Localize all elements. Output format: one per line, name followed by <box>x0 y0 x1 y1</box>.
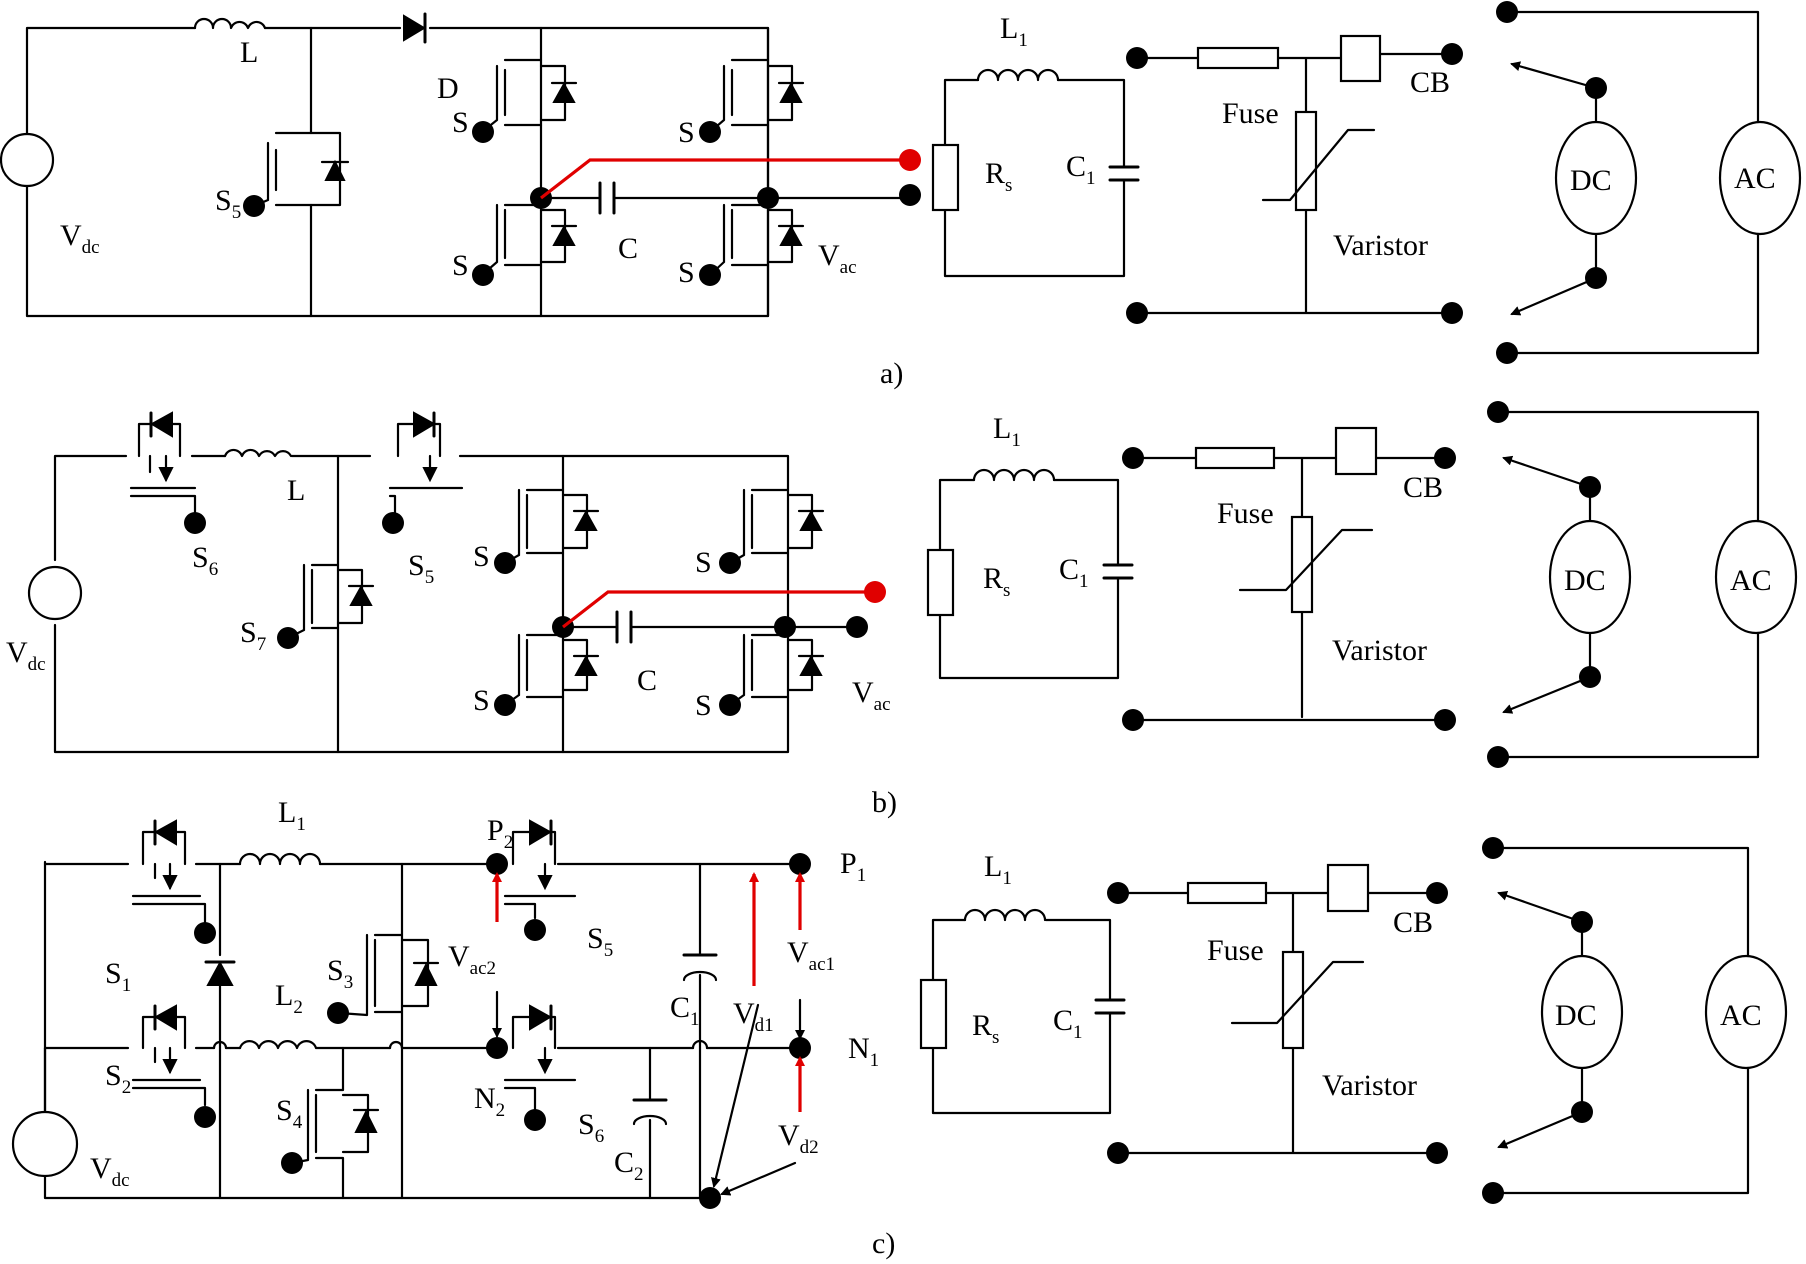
label-ac: AC <box>1720 999 1762 1032</box>
label-rs: Rs <box>985 157 1012 196</box>
label-vac: Vac <box>852 676 891 715</box>
snubber-b <box>926 468 1134 680</box>
label-s: S <box>452 106 469 139</box>
protection-b <box>1122 426 1456 731</box>
label-l: L <box>240 36 258 69</box>
switch-S3-c <box>327 862 440 1200</box>
load-a <box>1496 1 1802 364</box>
label-c1: C1 <box>1066 150 1096 189</box>
label-rs: Rs <box>972 1009 999 1048</box>
label-vac2: Vac2 <box>448 940 496 979</box>
label-c1: C1 <box>1053 1004 1083 1043</box>
label-s7: S7 <box>240 616 266 655</box>
label-s4: S4 <box>276 1094 303 1133</box>
label-vdc: Vdc <box>90 1152 130 1191</box>
label-dc: DC <box>1555 999 1597 1032</box>
load-c <box>1482 837 1788 1204</box>
switch-S6-b <box>129 411 206 534</box>
label-rs: Rs <box>983 562 1010 601</box>
label-l1: L1 <box>993 412 1021 451</box>
label-varistor: Varistor <box>1322 1069 1417 1102</box>
label-s6: S6 <box>192 541 218 580</box>
label-ac: AC <box>1734 162 1776 195</box>
label-fuse: Fuse <box>1222 97 1279 130</box>
label-cb: CB <box>1410 66 1450 99</box>
label-s: S <box>695 546 712 579</box>
switch-S5-b <box>382 411 464 534</box>
label-l1: L1 <box>984 850 1012 889</box>
label-s: S <box>473 540 490 573</box>
protection-a <box>1126 34 1463 324</box>
label-l1: L1 <box>278 796 306 835</box>
label-s: S <box>473 684 490 717</box>
label-ac: AC <box>1730 564 1772 597</box>
label-c: C <box>618 232 638 265</box>
label-s: S <box>678 116 695 149</box>
label-cb: CB <box>1393 906 1433 939</box>
panel-b <box>27 401 1798 768</box>
label-s3: S3 <box>327 954 353 993</box>
diode-a <box>403 14 426 42</box>
label-s5: S5 <box>408 549 434 588</box>
label-s2: S2 <box>105 1059 131 1098</box>
label-vd2: Vd2 <box>778 1119 819 1158</box>
switch-S6-c <box>503 1004 577 1131</box>
label-c): c) <box>872 1227 895 1260</box>
panel-c <box>11 819 1788 1209</box>
label-c1: C1 <box>670 991 700 1030</box>
inductor-L-a <box>193 17 267 30</box>
switch-S1-c <box>131 819 216 944</box>
snubber-a <box>931 68 1140 278</box>
label-n2: N2 <box>474 1082 505 1121</box>
label-dc: DC <box>1570 164 1612 197</box>
label-dc: DC <box>1564 564 1606 597</box>
protection-c <box>1107 863 1448 1164</box>
label-cb: CB <box>1403 471 1443 504</box>
label-p1: P1 <box>840 847 866 886</box>
label-l: L <box>287 474 305 507</box>
label-l1: L1 <box>1000 12 1028 51</box>
h-bridge-b <box>494 454 886 754</box>
label-vac1: Vac1 <box>787 936 835 975</box>
dc-source-a <box>0 12 770 318</box>
label-c: C <box>637 664 657 697</box>
label-b): b) <box>872 786 897 819</box>
label-varistor: Varistor <box>1332 634 1427 667</box>
label-c2: C2 <box>614 1146 644 1185</box>
label-c1: C1 <box>1059 553 1089 592</box>
load-b <box>1487 401 1798 768</box>
label-s1: S1 <box>105 957 131 996</box>
label-s5: S5 <box>587 922 613 961</box>
label-vdc: Vdc <box>60 219 100 258</box>
label-a): a) <box>880 357 903 390</box>
label-s: S <box>678 256 695 289</box>
switch-S4-c <box>281 1046 380 1200</box>
label-vd1: Vd1 <box>733 997 774 1036</box>
label-s6: S6 <box>578 1108 604 1147</box>
panel-a <box>0 1 1802 364</box>
label-s5: S5 <box>215 184 241 223</box>
label-s: S <box>695 689 712 722</box>
switch-S5-c <box>503 819 577 941</box>
switch-S7-b <box>277 454 375 754</box>
label-vac: Vac <box>818 239 857 278</box>
label-vdc: Vdc <box>6 636 46 675</box>
label-fuse: Fuse <box>1217 497 1274 530</box>
label-p2: P2 <box>487 814 513 853</box>
snubber-c <box>919 908 1126 1115</box>
h-bridge-a <box>472 26 921 318</box>
label-varistor: Varistor <box>1333 229 1428 262</box>
label-fuse: Fuse <box>1207 934 1264 967</box>
switch-S2-c <box>43 1004 242 1128</box>
label-d: D <box>437 72 459 105</box>
label-l2: L2 <box>275 979 303 1018</box>
label-s: S <box>452 249 469 282</box>
label-n1: N1 <box>848 1032 879 1071</box>
switch-S5-a <box>243 26 350 318</box>
